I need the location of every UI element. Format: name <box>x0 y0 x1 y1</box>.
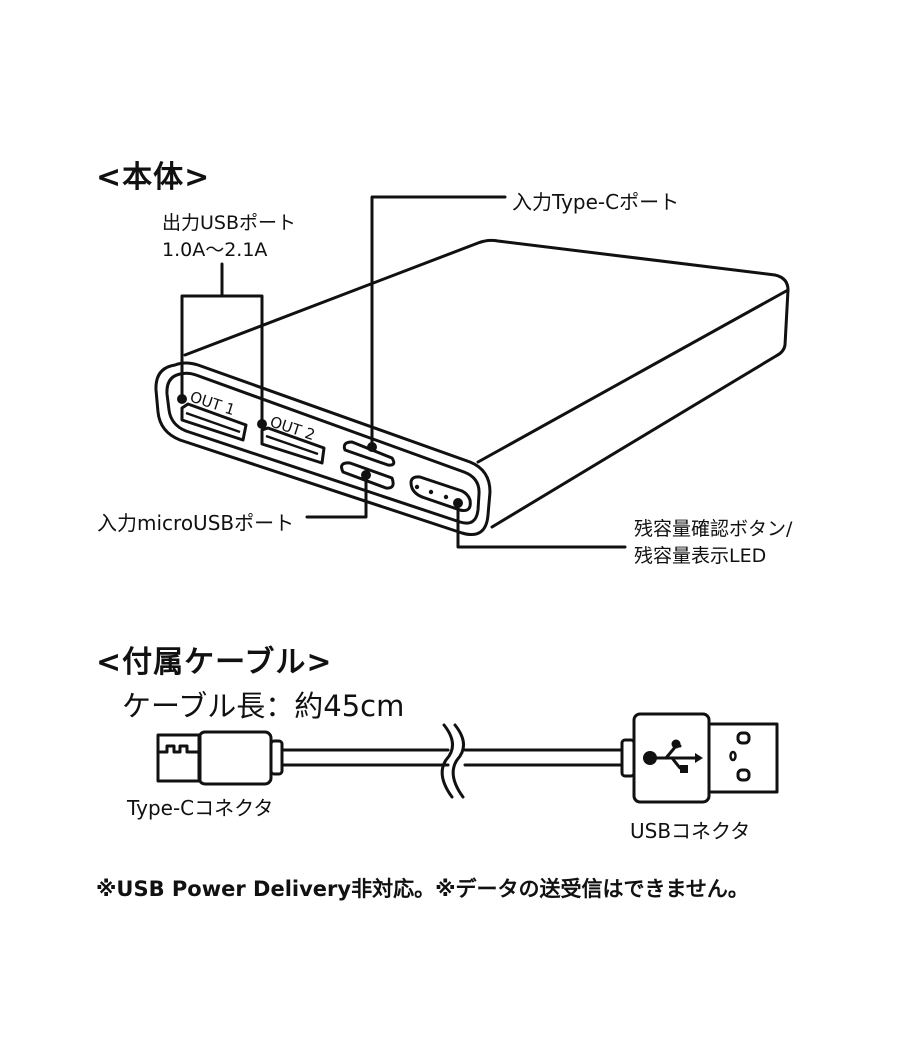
battery-button-text: 残容量確認ボタン/ <box>634 518 793 540</box>
body-section-title: <本体> <box>96 160 211 195</box>
out2-port-inner <box>265 434 319 456</box>
led-indicator-panel <box>409 475 472 512</box>
battery-label: 残容量確認ボタン/ 残容量表示LED <box>634 516 792 570</box>
usb-strain-relief <box>620 738 636 778</box>
typec-leader <box>370 195 507 449</box>
led-dot <box>443 494 449 500</box>
out1-leader-dot <box>177 394 187 404</box>
typec-pin-pattern <box>158 744 200 754</box>
cable-diagram <box>156 712 779 804</box>
break-mark-icon <box>440 723 454 799</box>
typec-connector <box>156 730 284 786</box>
front-face-outer <box>154 361 492 536</box>
output-usb-leader <box>180 262 264 426</box>
usb-connector <box>620 712 779 804</box>
footnote: ※USB Power Delivery非対応。※データの送受信はできません。 <box>96 877 749 901</box>
input-typec-label: 入力Type-Cポート <box>512 190 680 214</box>
microusb-leader <box>305 473 368 519</box>
typec-plug-tip <box>156 733 202 783</box>
microusb-port <box>340 461 395 490</box>
usb-trident-icon <box>643 739 703 773</box>
leader-lines <box>177 195 627 549</box>
cable-wire-left <box>280 748 450 767</box>
break-mark-icon <box>451 723 465 799</box>
out1-port-outline <box>180 402 248 442</box>
battery-led-text: 残容量表示LED <box>634 545 767 567</box>
out2-port: OUT 2 <box>260 413 326 465</box>
typec-housing <box>197 730 273 786</box>
typec-leader-dot <box>367 442 377 452</box>
led-dot <box>428 489 434 495</box>
typec-strain-relief <box>269 739 284 776</box>
power-bank-body: OUT 1 OUT 2 <box>154 238 790 536</box>
usb-plug <box>707 722 779 794</box>
front-face-inner <box>165 371 481 525</box>
usb-connector-label: USBコネクタ <box>630 819 751 843</box>
top-edge <box>476 288 790 464</box>
typec-port <box>342 440 396 467</box>
out2-leader-dot <box>257 419 267 429</box>
led-dot <box>414 484 420 490</box>
microusb-leader-dot <box>361 470 371 480</box>
cable-wire-right <box>463 748 624 767</box>
top-face-outline <box>183 238 790 357</box>
battery-leader <box>456 501 627 549</box>
output-usb-port-text: 出力USBポート <box>162 212 297 234</box>
output-current-text: 1.0A〜2.1A <box>162 239 268 261</box>
usb-plug-hole <box>736 768 751 782</box>
out2-port-outline <box>260 426 326 465</box>
output-usb-label: 出力USBポート 1.0A〜2.1A <box>162 210 296 264</box>
typec-connector-label: Type-Cコネクタ <box>127 796 274 820</box>
input-microusb-label: 入力microUSBポート <box>97 511 295 535</box>
out1-port-inner <box>185 411 241 434</box>
cable-length-label: ケーブル長：約45cm <box>122 689 405 723</box>
right-side-outline <box>490 288 790 529</box>
usb-plug-dot <box>729 750 737 762</box>
cable-section-title: <付属ケーブル> <box>96 645 333 680</box>
usb-plug-hole <box>736 731 751 745</box>
